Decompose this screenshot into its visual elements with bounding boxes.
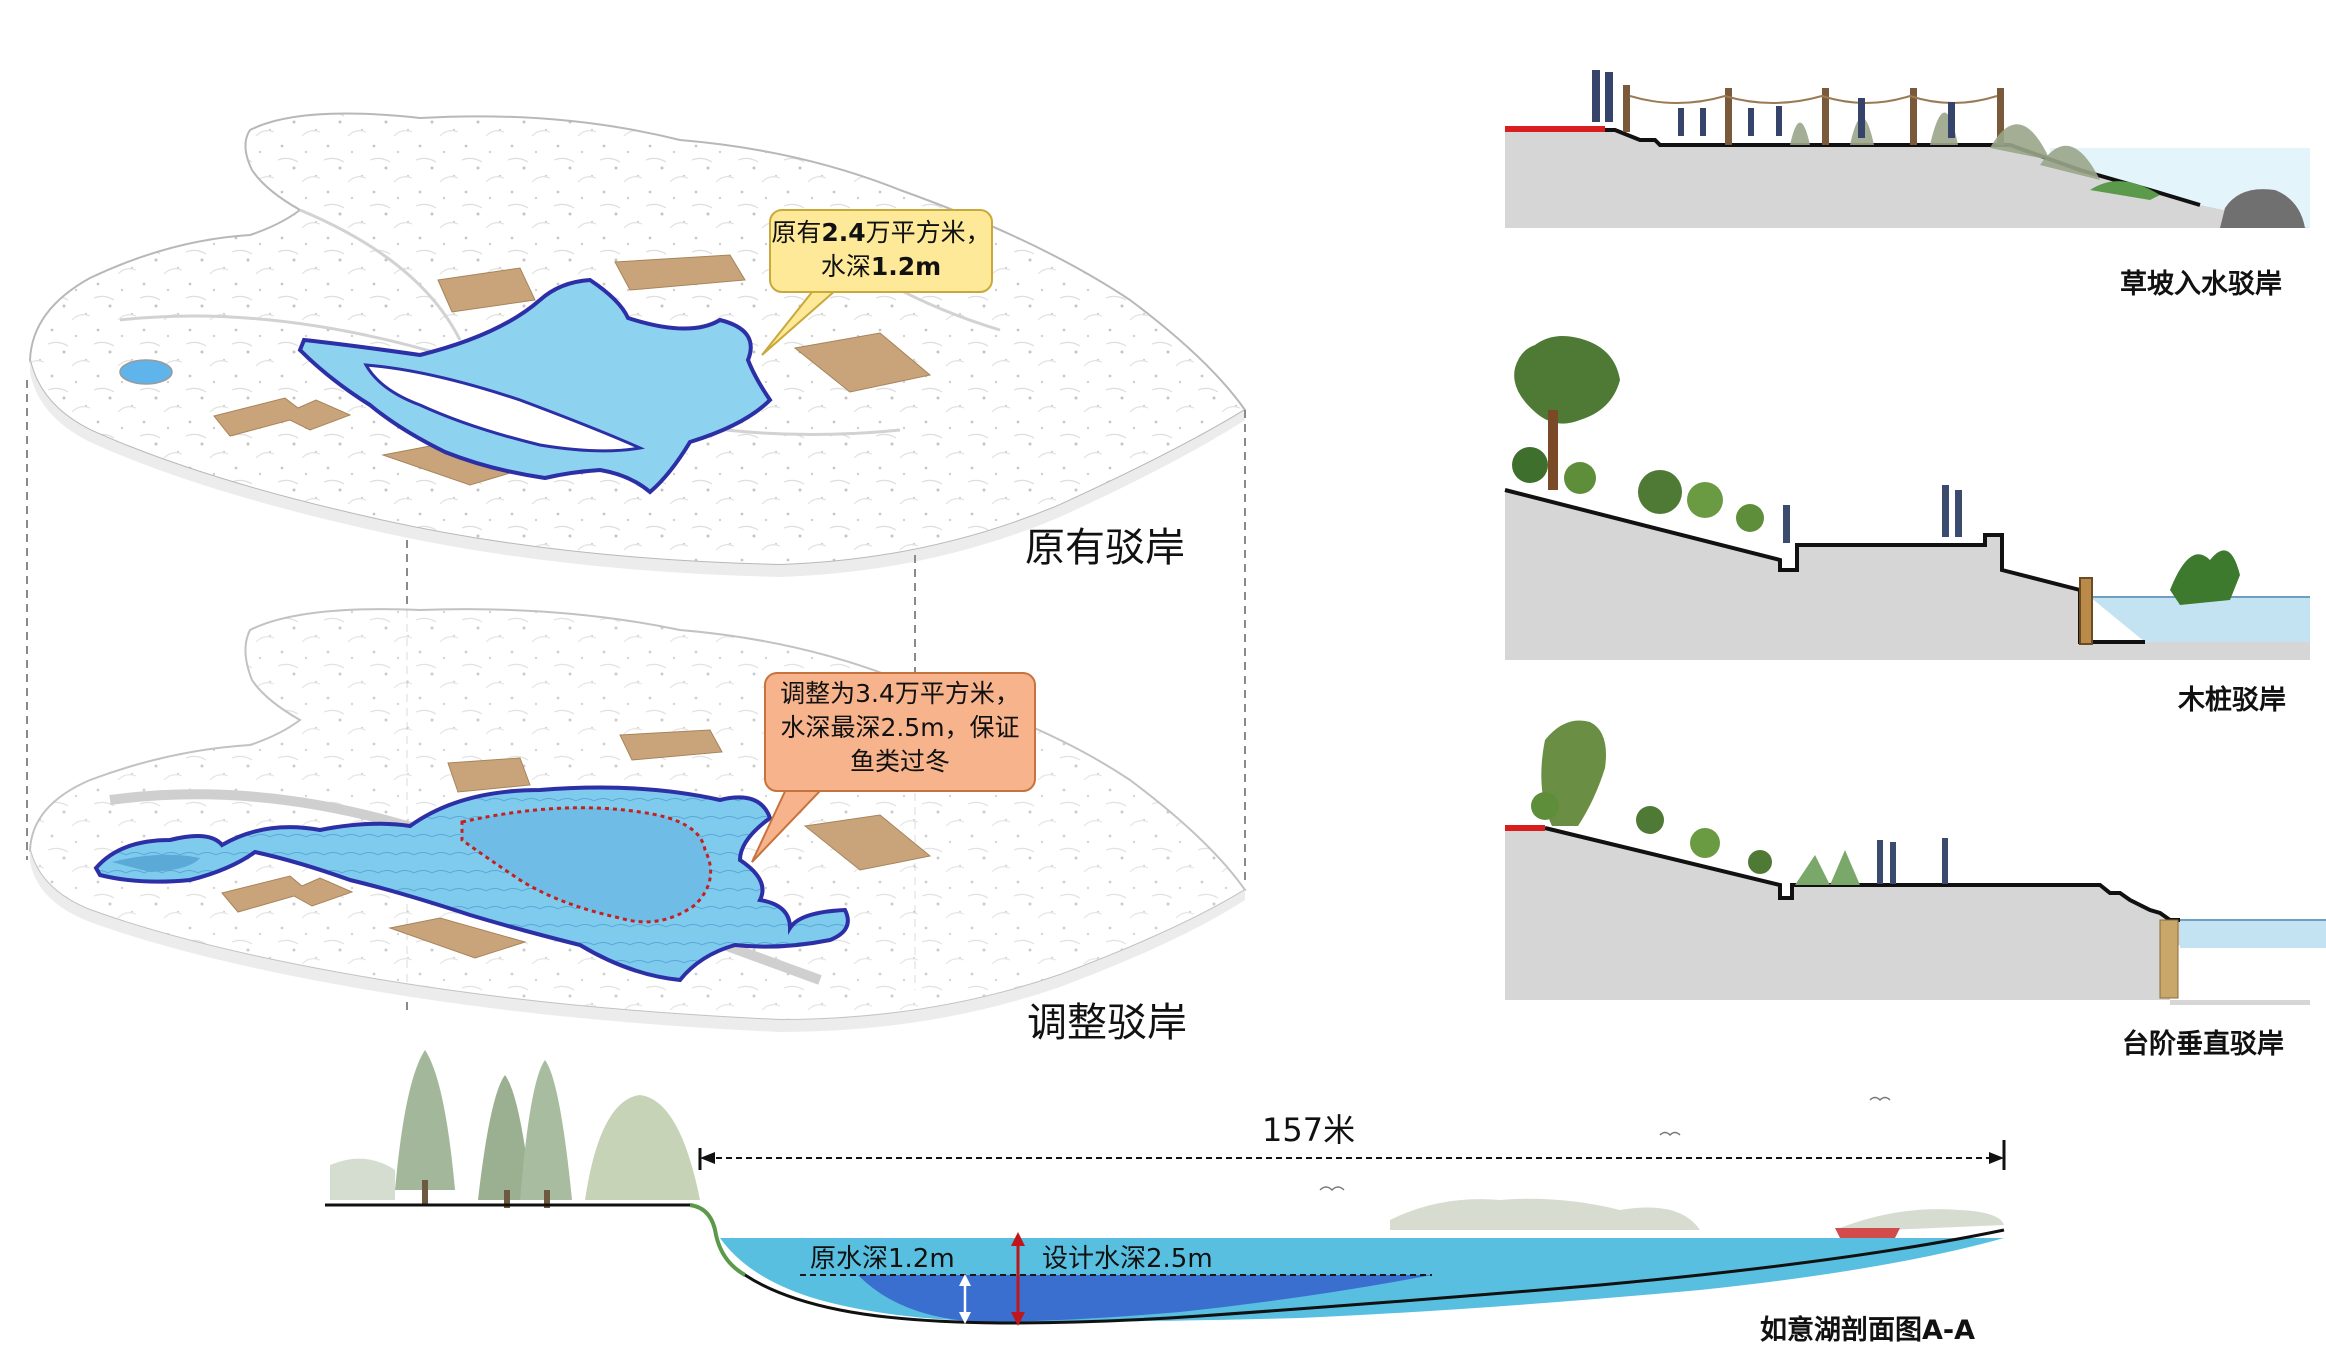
revetment-label-wooden-pile: 木桩驳岸: [2178, 685, 2286, 716]
revetment-label-stepped-vertical: 台阶垂直驳岸: [2122, 1029, 2284, 1060]
original-building: [614, 254, 746, 291]
design-depth-label: 设计水深2.5m: [1042, 1244, 1213, 1274]
revetment-section-grass: [1505, 70, 2310, 228]
adjusted-building: [221, 875, 354, 913]
original-plan-label: 原有驳岸: [1025, 525, 1185, 571]
section-trees: [330, 1050, 2004, 1232]
lake-section-title: 如意湖剖面图A-A: [1760, 1315, 1975, 1346]
original-small-pond: [119, 359, 173, 385]
original-building: [437, 267, 536, 313]
original-callout-box: [769, 209, 993, 293]
section-width-label: 157米: [1262, 1111, 1356, 1149]
revetment-label-grass: 草坡入水驳岸: [2120, 269, 2282, 300]
revetment-section-stepped-vertical: [1505, 720, 2326, 1005]
adjusted-building: [388, 917, 527, 959]
adjusted-building: [447, 757, 531, 793]
lake-section: [325, 1050, 2006, 1326]
adjusted-plan-label: 调整驳岸: [1027, 1000, 1187, 1046]
original-building: [213, 397, 352, 437]
adjusted-callout: 调整为3.4万平方米， 水深最深2.5m，保证 鱼类过冬: [780, 679, 1020, 776]
revetment-section-wooden-pile: [1504, 336, 2310, 660]
original-plan: [28, 112, 1247, 577]
adjusted-building: [619, 729, 723, 761]
original-callout: 原有2.4万平方米， 水深1.2m: [771, 218, 991, 281]
adjusted-callout-box: [764, 672, 1036, 792]
original-lake: [297, 277, 773, 495]
original-building: [793, 332, 932, 393]
section-deep-water: [858, 1275, 1432, 1322]
adjusted-plan: [28, 608, 1247, 1032]
original-depth-label: 原水深1.2m: [810, 1244, 955, 1274]
adjusted-building: [803, 814, 932, 871]
